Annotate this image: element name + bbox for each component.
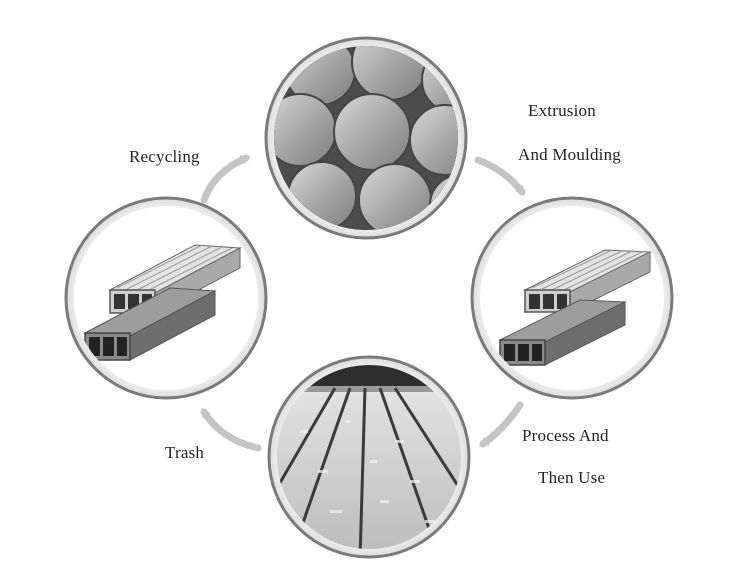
aluminum-profile-image-left (64, 196, 268, 400)
installed-decking-image (267, 355, 471, 559)
arrow-trash (200, 407, 262, 452)
process-label-line1: Process And (522, 426, 609, 445)
aluminum-profile-image-right (470, 196, 674, 400)
arrow-recycling (200, 154, 251, 204)
extrusion-label-line2: And Moulding (518, 145, 621, 164)
extrusion-label-line1: Extrusion (528, 101, 596, 120)
trash-label: Trash (165, 443, 205, 462)
process-label-line2: Then Use (538, 468, 606, 487)
recycling-label: Recycling (129, 147, 200, 166)
arrow-extrusion (474, 156, 526, 196)
aluminum-billets-image (264, 36, 468, 240)
cycle-arrows (200, 154, 526, 452)
arrow-process (478, 401, 524, 448)
